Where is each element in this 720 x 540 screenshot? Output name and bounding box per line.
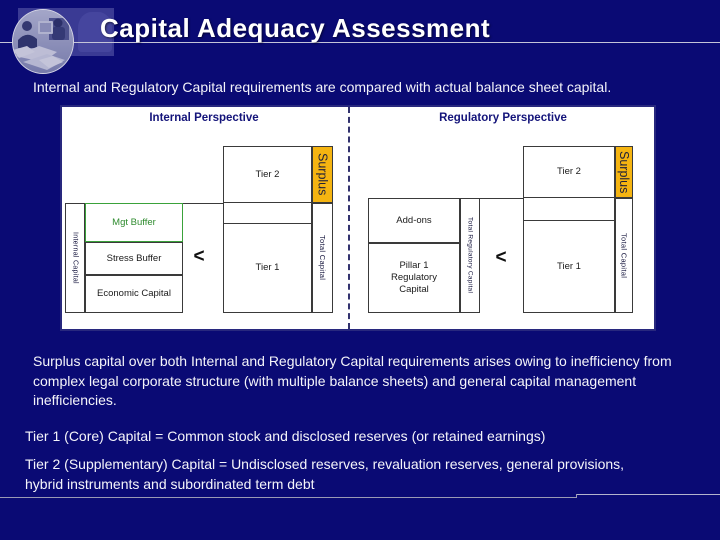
internal-capital-axis-label: Internal Capital: [71, 232, 79, 284]
internal-surplus-strip: Surplus: [312, 146, 333, 203]
tier1-definition-text: Tier 1 (Core) Capital = Common stock and…: [25, 428, 546, 444]
internal-perspective-header: Internal Perspective: [149, 112, 259, 124]
stress-buffer-box: Stress Buffer: [85, 242, 183, 275]
regulatory-total-capital-label: Total Capital: [619, 232, 629, 279]
footer-line-left: [0, 497, 577, 498]
regulatory-surplus-strip: Surplus: [615, 146, 633, 198]
pillar1-regulatory-capital-box: Pillar 1 Regulatory Capital: [368, 243, 460, 313]
panel-center-divider: [348, 107, 350, 329]
header-photo-ghost-figure: [78, 12, 112, 52]
regulatory-total-capital-axis: Total Capital: [615, 198, 633, 313]
slide-subtitle: Internal and Regulatory Capital requirem…: [33, 79, 612, 95]
regulatory-tier-gap: [523, 198, 615, 220]
internal-tier-gap: [223, 203, 312, 223]
total-regulatory-capital-axis: Total Regulatory Capital: [460, 198, 480, 313]
regulatory-surplus-level-line: [480, 198, 523, 199]
internal-tier1-box: Tier 1: [223, 223, 312, 313]
internal-less-than-symbol: <: [193, 246, 205, 267]
surplus-explanation-text: Surplus capital over both Internal and R…: [33, 353, 672, 408]
internal-surplus-level-line: [183, 203, 223, 204]
tier2-definition-text: Tier 2 (Supplementary) Capital = Undiscl…: [25, 456, 625, 492]
regulatory-tier2-box: Tier 2: [523, 146, 615, 198]
regulatory-perspective-header: Regulatory Perspective: [439, 112, 567, 124]
internal-surplus-label: Surplus: [315, 153, 330, 196]
header-divider-line: [0, 42, 720, 43]
add-ons-box: Add-ons: [368, 198, 460, 243]
mgt-buffer-box: Mgt Buffer: [85, 203, 183, 242]
internal-total-capital-label: Total Capital: [318, 235, 327, 281]
regulatory-tier1-box: Tier 1: [523, 220, 615, 313]
regulatory-less-than-symbol: <: [495, 247, 507, 268]
header-photo: [12, 9, 74, 74]
footer-line-step: [576, 494, 577, 498]
internal-capital-axis: Internal Capital: [65, 203, 85, 313]
economic-capital-box: Economic Capital: [85, 275, 183, 313]
internal-tier2-box: Tier 2: [223, 146, 312, 203]
office-scene-image: [13, 10, 73, 73]
internal-total-capital-axis: Total Capital: [312, 203, 333, 313]
footer-line-right: [577, 494, 720, 495]
total-regulatory-capital-label: Total Regulatory Capital: [466, 217, 474, 294]
regulatory-surplus-label: Surplus: [617, 150, 631, 194]
page-title: Capital Adequacy Assessment: [100, 13, 491, 43]
